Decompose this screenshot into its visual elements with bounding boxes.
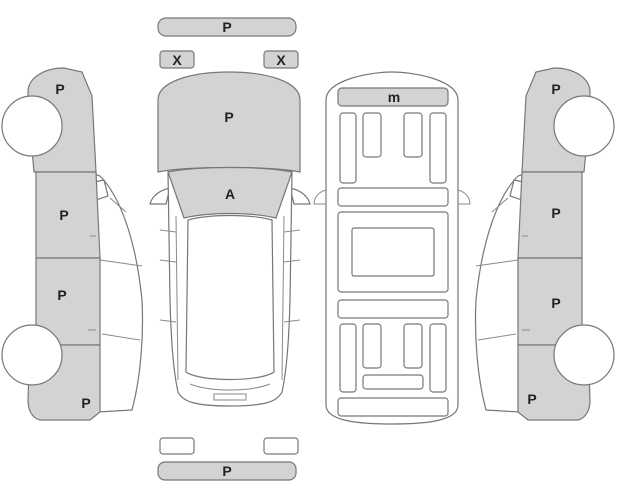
right-front-fender-label: P	[551, 81, 560, 97]
right-front-door[interactable]: P	[517, 171, 583, 259]
headlight-right-label: X	[276, 52, 286, 68]
right-front-wheel	[553, 95, 615, 157]
hood-label: P	[224, 109, 233, 125]
front-bumper[interactable]: P	[157, 17, 297, 37]
headlight-right[interactable]: X	[263, 50, 299, 69]
rear-bumper[interactable]: P	[157, 461, 297, 481]
left-rear-door-label: P	[57, 287, 66, 303]
left-wheels	[1, 95, 96, 386]
windshield[interactable]: A	[167, 166, 293, 219]
right-rear-wheel	[553, 324, 615, 386]
top-view	[149, 171, 311, 407]
right-rear-quarter-label: P	[527, 391, 536, 407]
left-front-fender-label: P	[55, 81, 64, 97]
windshield-label: A	[225, 186, 235, 202]
rear-lights[interactable]	[159, 437, 299, 455]
left-rear-wheel	[1, 324, 63, 386]
headlight-left-label: X	[172, 52, 182, 68]
left-greenhouse	[87, 171, 144, 413]
left-front-wheel	[1, 95, 63, 157]
right-greenhouse	[474, 171, 531, 413]
headlight-left[interactable]: X	[159, 50, 195, 69]
underbody-front[interactable]: m	[337, 87, 449, 107]
hood[interactable]: P	[157, 71, 301, 173]
rear-light-left	[159, 437, 195, 455]
rear-light-right	[263, 437, 299, 455]
roof-panel	[185, 214, 275, 381]
front-bumper-label: P	[222, 19, 231, 35]
mirror-right	[289, 187, 311, 205]
left-rear-quarter-label: P	[81, 395, 90, 411]
underbody-front-label: m	[388, 89, 400, 105]
rear-bumper-label: P	[222, 463, 231, 479]
underbody-view	[313, 71, 471, 425]
left-front-door-label: P	[59, 207, 68, 223]
right-front-door-label: P	[551, 205, 560, 221]
right-rear-door-label: P	[551, 295, 560, 311]
mirror-left	[149, 187, 171, 205]
right-wheels	[522, 95, 615, 386]
left-front-door[interactable]: P	[35, 171, 101, 259]
right-side-view	[474, 171, 531, 413]
